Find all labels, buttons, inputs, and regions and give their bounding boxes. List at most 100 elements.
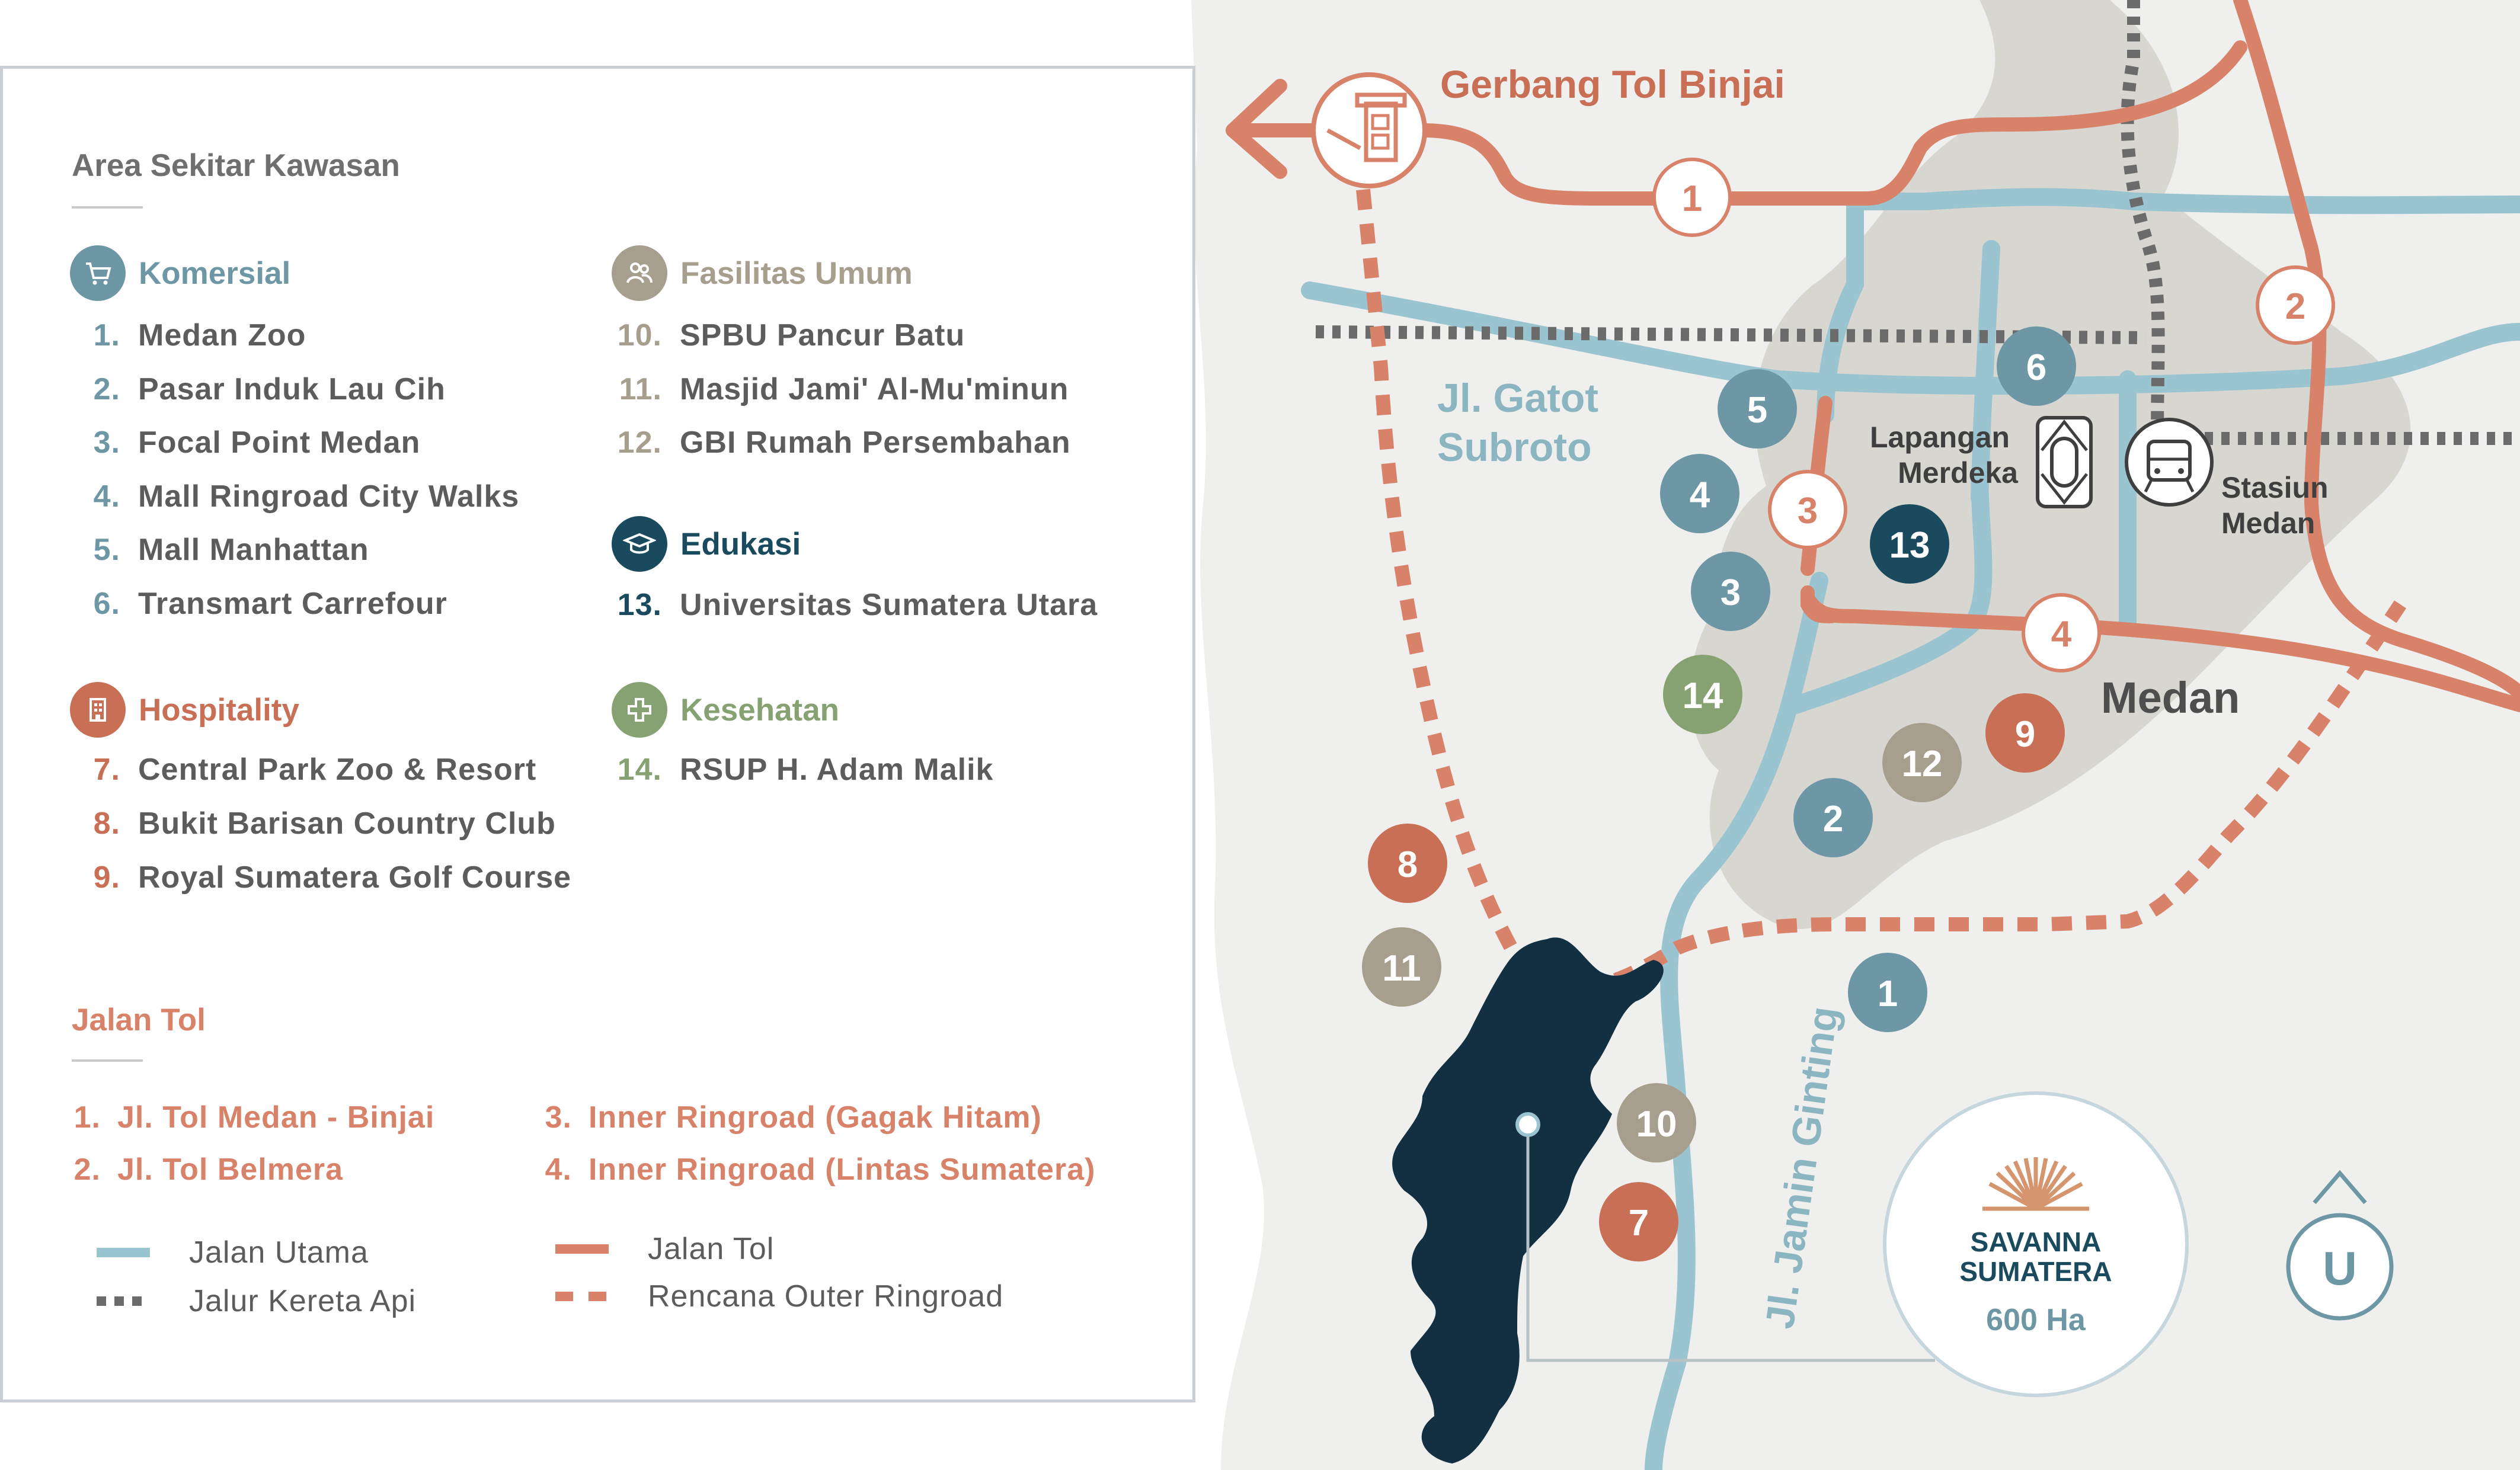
lapangan-merdeka-label: Lapangan Merdeka xyxy=(1870,421,2019,489)
svg-text:14: 14 xyxy=(1683,675,1723,716)
legend-item: 1.Medan Zoo xyxy=(93,318,306,353)
legend-item: 2.Pasar Induk Lau Cih xyxy=(93,371,446,406)
people-icon xyxy=(612,245,667,301)
svg-text:1: 1 xyxy=(1878,973,1898,1014)
toll-heading: Jalan Tol xyxy=(72,1003,206,1037)
toll-gate-marker xyxy=(1311,72,1427,188)
savanna-sumatera-badge: SAVANNA SUMATERA 600 Ha xyxy=(1883,1091,2189,1397)
toll-road-medan-binjai xyxy=(1415,40,2247,206)
poi-marker-13: 13 xyxy=(1870,504,1949,584)
outer-ring-swatch xyxy=(555,1292,609,1301)
svg-text:U: U xyxy=(2323,1242,2357,1295)
svg-text:2: 2 xyxy=(1823,799,1843,840)
key-outer-ring: Rencana Outer Ringroad xyxy=(555,1279,1003,1314)
city-label-medan: Medan xyxy=(2101,673,2240,722)
stasiun-medan-label: Stasiun Medan xyxy=(2221,471,2337,540)
site-badge-name-line1: SAVANNA xyxy=(1971,1226,2102,1257)
category-hospitality: Hospitality xyxy=(70,682,299,738)
key-rail: Jalur Kereta Api xyxy=(97,1283,416,1319)
svg-text:2: 2 xyxy=(2285,286,2305,327)
poi-marker-6: 6 xyxy=(1997,326,2076,406)
category-title-edukasi: Edukasi xyxy=(680,526,801,562)
category-fasilitas-umum: Fasilitas Umum xyxy=(612,245,913,301)
legend-item: 12.GBI Rumah Persembahan xyxy=(617,425,1071,460)
svg-text:6: 6 xyxy=(2026,347,2046,388)
svg-text:3: 3 xyxy=(1720,572,1741,613)
street-label-gatot-subroto: Jl. Gatot Subroto xyxy=(1437,376,1610,470)
svg-text:1: 1 xyxy=(1682,178,1702,219)
main-road-jamin-ginting xyxy=(1645,572,1828,1470)
railway xyxy=(1315,0,2520,445)
legend-item: 3.Focal Point Medan xyxy=(93,425,421,460)
site-leader-line xyxy=(1515,1112,1935,1362)
main-road-center-vertical xyxy=(1971,240,2000,507)
legend-item: 6.Transmart Carrefour xyxy=(93,586,447,621)
svg-text:13: 13 xyxy=(1889,525,1930,566)
medical-cross-icon xyxy=(612,682,667,738)
poi-marker-14: 14 xyxy=(1663,655,1742,734)
toll-gate-label: Gerbang Tol Binjai xyxy=(1440,62,1785,106)
legend-item: 14.RSUP H. Adam Malik xyxy=(617,752,994,787)
poi-marker-9: 9 xyxy=(1985,693,2065,773)
category-komersial: Komersial xyxy=(70,245,290,301)
toll-marker-2: 2 xyxy=(2256,265,2335,345)
poi-marker-8: 8 xyxy=(1368,824,1447,903)
north-arrow-icon xyxy=(2313,1170,2367,1205)
savanna-sumatera-logo-icon xyxy=(1982,1157,2089,1211)
graduation-cap-icon xyxy=(612,516,667,572)
category-edukasi: Edukasi xyxy=(612,516,801,572)
railway-north xyxy=(2121,0,2165,439)
poi-marker-11: 11 xyxy=(1362,927,1441,1007)
legend-item: 7.Central Park Zoo & Resort xyxy=(93,752,537,787)
poi-marker-2: 2 xyxy=(1793,778,1873,857)
svg-text:4: 4 xyxy=(2051,614,2072,655)
poi-marker-10: 10 xyxy=(1617,1083,1696,1162)
svg-text:3: 3 xyxy=(1798,491,1818,531)
rail-swatch xyxy=(97,1296,150,1306)
legend-item: 10.SPBU Pancur Batu xyxy=(617,318,965,353)
poi-marker-4: 4 xyxy=(1660,454,1739,533)
shopping-cart-icon xyxy=(70,245,126,301)
toll-item-3: 3.Inner Ringroad (Gagak Hitam) xyxy=(545,1100,1042,1135)
toll-item-1: 1.Jl. Tol Medan - Binjai xyxy=(73,1100,435,1135)
toll-marker-4: 4 xyxy=(2022,593,2101,672)
svg-text:4: 4 xyxy=(1690,475,1710,515)
category-title-fasilitas-umum: Fasilitas Umum xyxy=(680,255,913,291)
train-station-icon xyxy=(2125,418,2214,507)
legend-panel: Area Sekitar Kawasan Komersial 1.Medan Z… xyxy=(0,66,1195,1402)
main-road-gatot-subroto xyxy=(1301,281,2520,395)
poi-marker-5: 5 xyxy=(1718,369,1797,449)
svg-text:12: 12 xyxy=(1902,744,1943,784)
poi-marker-3: 3 xyxy=(1691,552,1770,631)
toll-roads xyxy=(1415,0,2520,712)
svg-text:7: 7 xyxy=(1629,1203,1649,1244)
legend-item: 11.Masjid Jami' Al-Mu'minun xyxy=(619,371,1069,406)
toll-divider xyxy=(72,1059,143,1062)
category-title-kesehatan: Kesehatan xyxy=(680,692,840,728)
svg-text:9: 9 xyxy=(2015,714,2035,755)
hotel-building-icon xyxy=(70,682,126,738)
legend-item: 13.Universitas Sumatera Utara xyxy=(617,588,1098,622)
toll-marker-3: 3 xyxy=(1768,470,1847,549)
toll-marker-1: 1 xyxy=(1652,158,1732,237)
poi-marker-12: 12 xyxy=(1882,723,1962,802)
legend-item: 9.Royal Sumatera Golf Course xyxy=(93,860,572,895)
legend-heading: Area Sekitar Kawasan xyxy=(72,148,400,183)
site-badge-name-line2: SUMATERA xyxy=(1959,1256,2112,1287)
svg-text:5: 5 xyxy=(1747,390,1767,431)
category-title-hospitality: Hospitality xyxy=(139,692,299,728)
toll-road-lintas-sumatera xyxy=(1801,591,2520,712)
svg-text:8: 8 xyxy=(1397,844,1418,885)
poi-marker-1: 1 xyxy=(1848,953,1927,1032)
main-road-swatch xyxy=(97,1248,150,1257)
toll-item-2: 2.Jl. Tol Belmera xyxy=(73,1152,344,1187)
svg-text:10: 10 xyxy=(1636,1104,1677,1145)
legend-divider xyxy=(72,206,143,209)
key-toll: Jalan Tol xyxy=(555,1231,774,1267)
railway-west xyxy=(1315,325,2146,344)
north-compass: U xyxy=(2286,1170,2394,1321)
toll-swatch xyxy=(555,1244,609,1254)
legend-item: 8.Bukit Barisan Country Club xyxy=(93,806,556,841)
category-kesehatan: Kesehatan xyxy=(612,682,839,738)
